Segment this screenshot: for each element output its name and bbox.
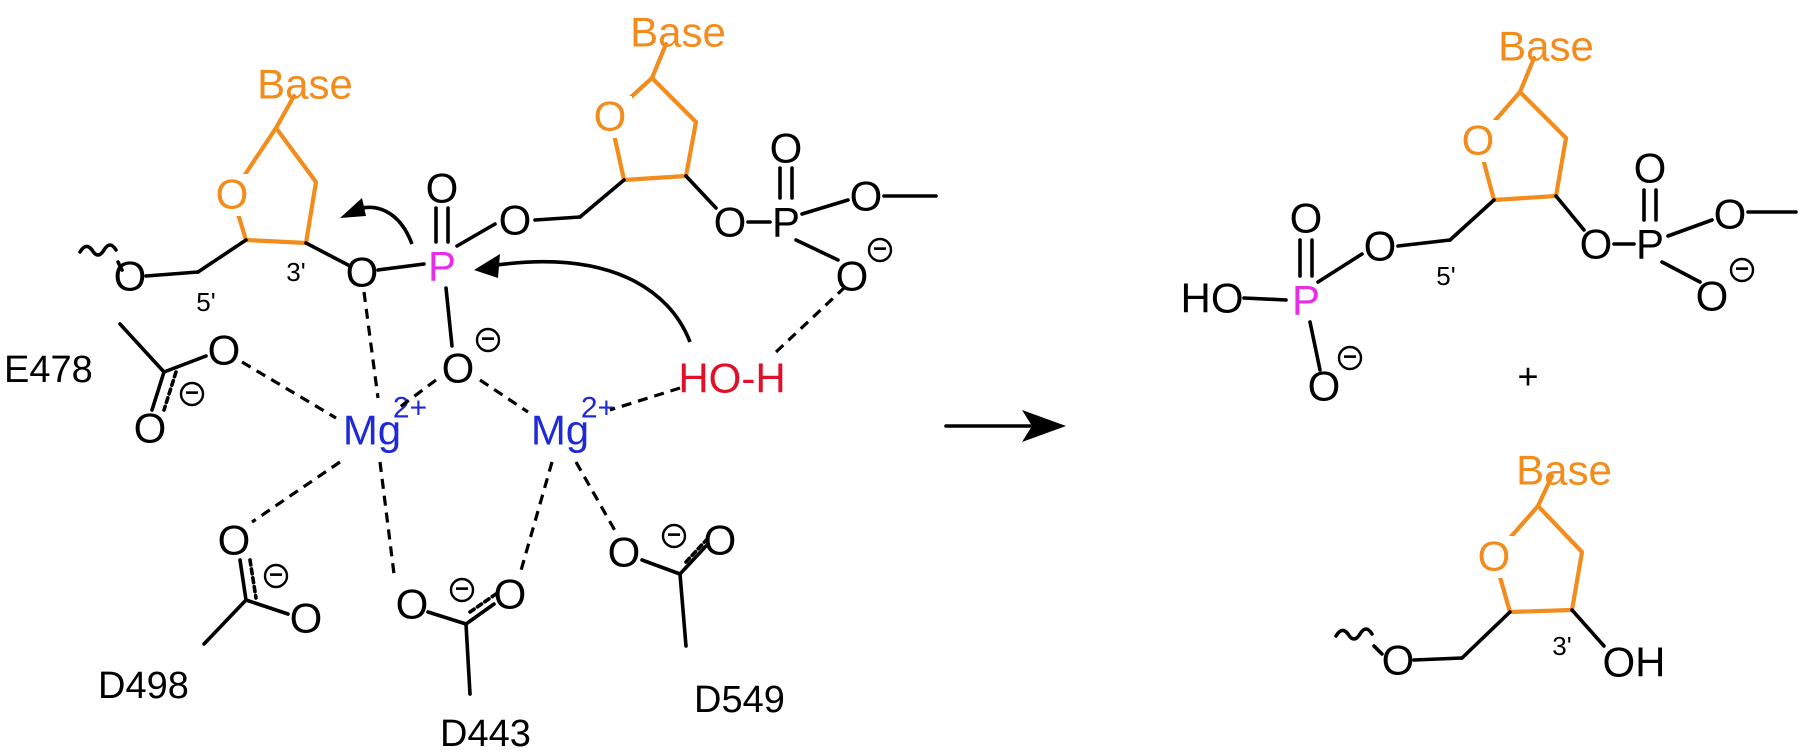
svg-text:O: O [134, 405, 167, 452]
residue-label-e478: E478 [4, 349, 93, 391]
residue-d498: O O − D498 [98, 517, 322, 708]
svg-text:−: − [185, 380, 199, 407]
product-5-prime-phosphate: O Base O 5' P O HO O − O P O O O − [1181, 23, 1798, 410]
base-label: Base [257, 61, 353, 108]
ring-oxygen: O [216, 171, 249, 218]
svg-text:−: − [481, 326, 495, 353]
svg-text:−: − [269, 562, 283, 589]
svg-text:5': 5' [1436, 261, 1455, 291]
svg-text:O: O [494, 571, 527, 618]
residue-label-d443: D443 [440, 713, 531, 754]
scissile-phosphorus: P [428, 243, 456, 290]
svg-text:2+: 2+ [393, 392, 427, 425]
svg-text:O: O [1364, 223, 1397, 270]
o5-oxygen: O [114, 253, 147, 300]
svg-text:O: O [1382, 637, 1415, 684]
chain-break-wavy-icon [78, 243, 118, 257]
svg-text:O: O [1290, 195, 1323, 242]
svg-text:3': 3' [1552, 631, 1571, 661]
svg-text:O: O [1308, 363, 1341, 410]
svg-text:O: O [396, 581, 429, 628]
active-site-complex: O Base O 5' 3' O P O O O − O Base [4, 9, 938, 754]
product-hydroxyl: HO [1181, 275, 1244, 322]
mg-ion-b: Mg 2+ [531, 392, 615, 454]
product-phosphorus: P [1292, 277, 1320, 324]
svg-text:−: − [1735, 256, 1749, 283]
reaction-arrow [944, 410, 1066, 442]
residue-label-d498: D498 [98, 665, 189, 707]
base-label-4: Base [1516, 447, 1612, 494]
sugar-ring-downstream: O Base [586, 9, 726, 183]
svg-text:O: O [208, 327, 241, 374]
o3-bridging-oxygen: O [346, 249, 379, 296]
svg-text:O: O [1580, 221, 1613, 268]
ring-oxygen-2: O [594, 93, 627, 140]
svg-text:−: − [1343, 344, 1357, 371]
oxygen-2b: O [850, 173, 883, 220]
svg-text:O: O [1634, 145, 1667, 192]
three-prime-label: 3' [286, 257, 305, 287]
o5-leaving-oxygen: O [499, 197, 532, 244]
svg-text:O: O [1478, 533, 1511, 580]
svg-text:O: O [290, 595, 323, 642]
electron-arrows [340, 198, 692, 343]
svg-text:O: O [1696, 273, 1729, 320]
mg-ion-a: Mg 2+ [343, 392, 427, 454]
product-3-prime-hydroxyl: O Base O 3' OH [1334, 447, 1666, 686]
phosphoryl-oxygen-2: O [770, 125, 803, 172]
plus-sign: + [1517, 356, 1538, 397]
svg-text:Mg: Mg [531, 407, 589, 454]
svg-text:O: O [1462, 117, 1495, 164]
svg-text:P: P [1636, 221, 1664, 268]
residue-label-d549: D549 [694, 679, 785, 721]
svg-text:2+: 2+ [581, 392, 615, 425]
svg-text:O: O [704, 517, 737, 564]
base-label-3: Base [1498, 23, 1594, 70]
svg-text:O: O [218, 517, 251, 564]
svg-text:Mg: Mg [343, 407, 401, 454]
sugar-ring-upstream: O Base [208, 61, 353, 246]
phosphoryl-oxygen: O [426, 165, 459, 212]
bridging-oxygen: O [442, 345, 475, 392]
residue-d549: O O − D549 [608, 517, 785, 722]
product-3-oh: OH [1603, 639, 1666, 686]
svg-text:−: − [667, 522, 681, 549]
residue-e478: O O − E478 [4, 322, 241, 452]
residue-d443: O O − D443 [396, 571, 531, 754]
svg-text:O: O [608, 529, 641, 576]
o3-oxygen-2: O [714, 199, 747, 246]
base-label-2: Base [630, 9, 726, 56]
five-prime-label: 5' [196, 287, 215, 317]
svg-text:O: O [1714, 191, 1747, 238]
svg-text:−: − [873, 236, 887, 263]
water-nucleophile: HO-H [678, 355, 785, 402]
phosphorus-2: P [772, 199, 800, 246]
chain-break-wavy-icon-2 [1334, 627, 1374, 641]
svg-text:−: − [455, 576, 469, 603]
